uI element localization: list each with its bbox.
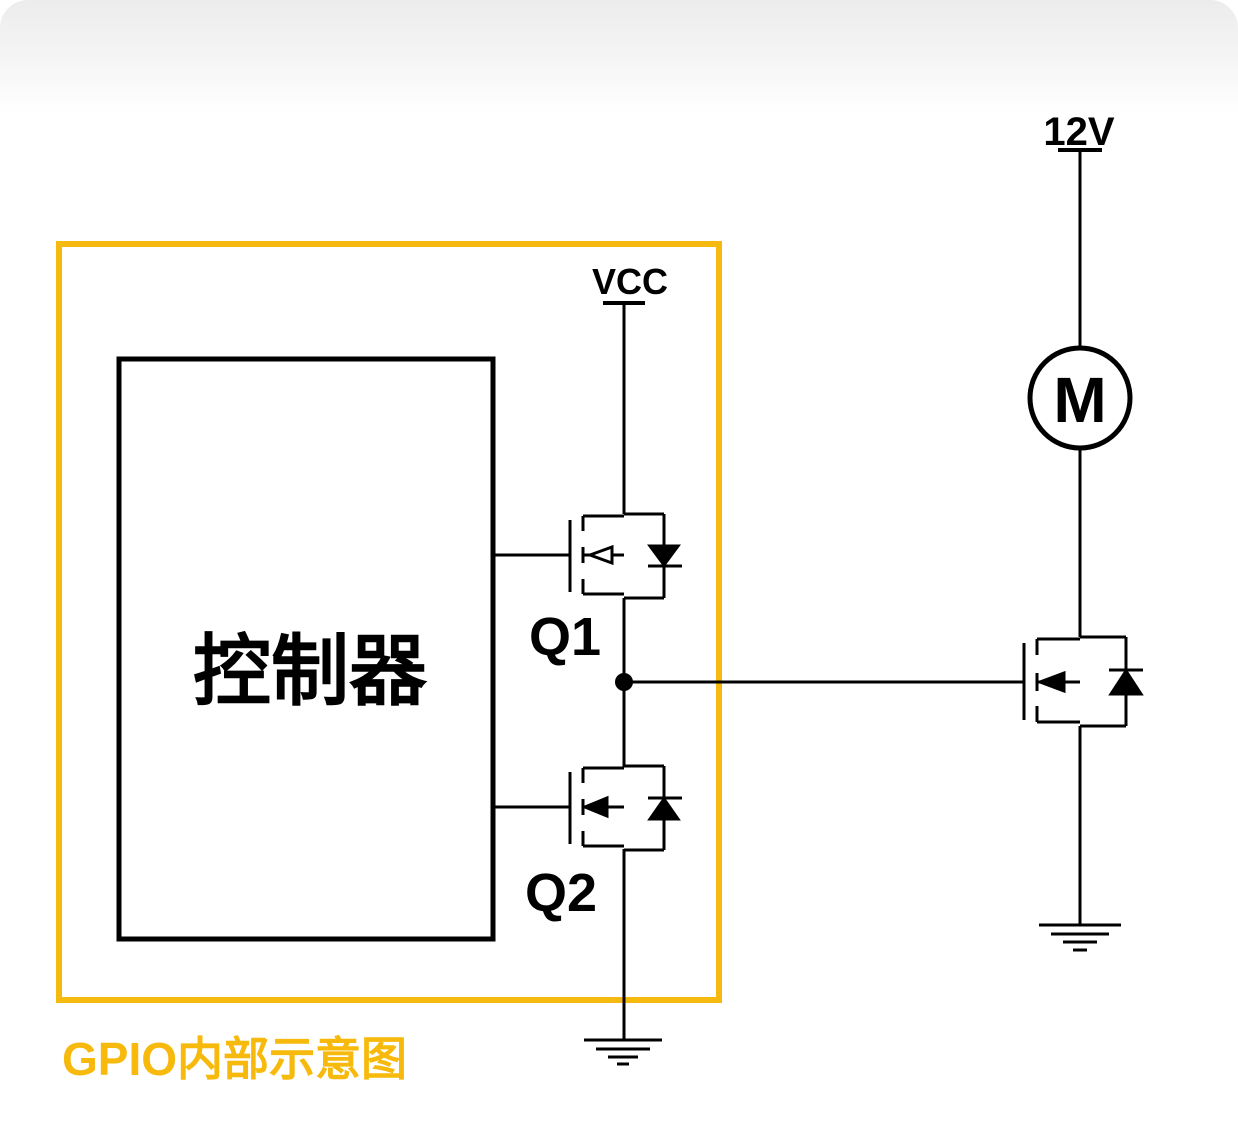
ground-symbol-motor [1039,923,1121,952]
vcc-label: VCC [592,261,668,302]
motor-label: M [1053,364,1106,436]
external-mosfet [1022,635,1144,728]
top-fade [0,0,1238,115]
q2-mosfet [568,764,682,852]
supply-voltage-label: 12V [1043,110,1114,154]
controller-box [116,356,496,942]
q1-label: Q1 [529,607,601,667]
gpio-box [56,241,722,1003]
q1-mosfet [568,512,682,600]
junction-node [615,673,633,691]
ground-symbol-gpio [584,1038,662,1066]
motor-symbol [1027,345,1133,451]
q2-label: Q2 [525,863,597,923]
diagram-title: GPIO内部示意图 [62,1033,407,1085]
controller-label: 控制器 [193,627,428,715]
